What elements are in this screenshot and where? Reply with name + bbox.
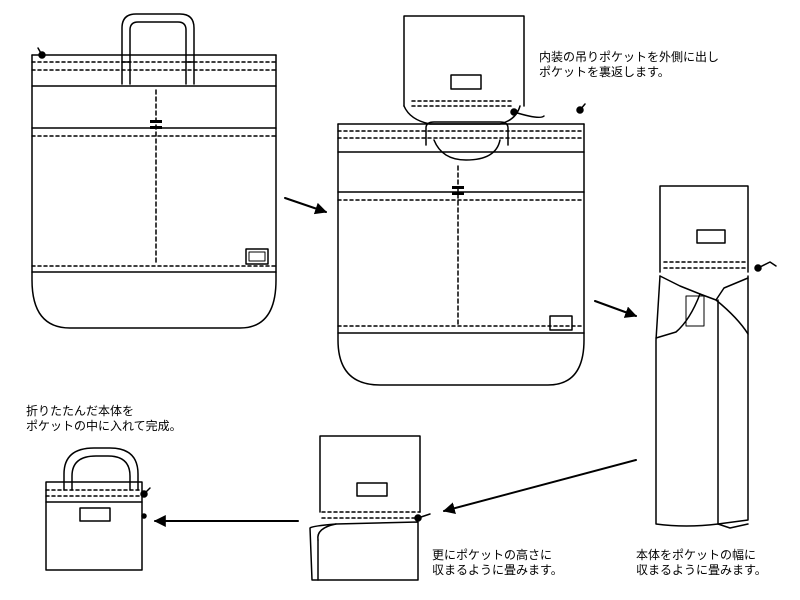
step-5-finished-pouch (45, 447, 151, 571)
step-2-pocket-out (337, 15, 586, 386)
arrow-step1-to-step2 (284, 197, 328, 215)
caption-step-4: 更にポケットの高さに 収まるように畳みます。 (432, 548, 563, 578)
caption-step-5-line-2: ポケットの中に入れて完成。 (26, 419, 182, 433)
caption-step-2-line-2: ポケットを裏返します。 (539, 65, 670, 79)
step-3-folded-width (655, 185, 777, 529)
arrow-step2-to-step3 (594, 300, 638, 318)
caption-step-3-line-1: 本体をポケットの幅に (636, 548, 757, 562)
caption-step-3: 本体をポケットの幅に 収まるように畳みます。 (636, 548, 767, 578)
caption-step-5-line-1: 折りたたんだ本体を (26, 404, 135, 418)
step-1-tote-bag (31, 13, 277, 329)
caption-step-3-line-2: 収まるように畳みます。 (636, 563, 767, 577)
caption-step-4-line-1: 更にポケットの高さに (432, 548, 553, 562)
step-4-folded-height (309, 435, 431, 581)
arrow-step3-to-step4 (442, 459, 637, 515)
caption-step-2: 内装の吊りポケットを外側に出し ポケットを裏返します。 (539, 50, 719, 80)
caption-step-2-line-1: 内装の吊りポケットを外側に出し (539, 50, 720, 64)
caption-step-4-line-2: 収まるように畳みます。 (432, 563, 563, 577)
caption-step-5: 折りたたんだ本体を ポケットの中に入れて完成。 (26, 404, 182, 434)
